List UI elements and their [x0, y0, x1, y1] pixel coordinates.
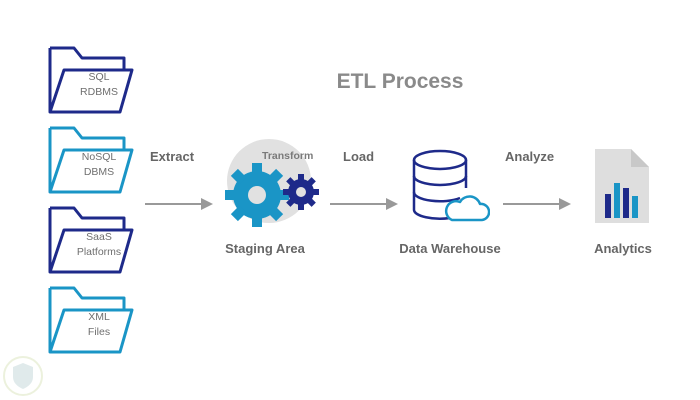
- source-label-line2: RDBMS: [80, 86, 118, 98]
- load-arrow-icon: [330, 198, 398, 210]
- source-label-line2: Files: [87, 326, 111, 338]
- staging-area-label: Staging Area: [225, 241, 305, 256]
- extract-arrow-icon: [145, 198, 213, 210]
- source-label-line1: SQL: [88, 71, 110, 83]
- analytics-label: Analytics: [594, 241, 652, 256]
- source-nosql-dbms: NoSQL DBMS: [44, 124, 136, 196]
- source-label-line2: DBMS: [83, 166, 115, 178]
- source-sql-rdbms: SQL RDBMS: [44, 44, 136, 116]
- source-label-line1: XML: [88, 311, 110, 323]
- extract-label: Extract: [150, 149, 195, 164]
- folder-icon: [48, 206, 134, 274]
- source-label-line1: NoSQL: [81, 151, 117, 163]
- source-label-line1: SaaS: [86, 231, 112, 243]
- report-chart-icon: [595, 149, 649, 223]
- source-xml-files: XML Files: [44, 284, 136, 356]
- database-cloud-icon: [412, 149, 490, 222]
- analyze-label: Analyze: [505, 149, 555, 164]
- watermark-logo-icon: [3, 356, 43, 396]
- source-saas-platforms: SaaS Platforms: [44, 204, 136, 276]
- folder-icon: [48, 126, 134, 194]
- diagram-title: ETL Process: [336, 70, 464, 93]
- transform-label: Transform: [262, 150, 314, 162]
- load-label: Load: [343, 149, 375, 164]
- data-warehouse-label: Data Warehouse: [399, 241, 501, 256]
- folder-icon: [48, 46, 134, 114]
- folder-icon: [48, 286, 134, 354]
- source-label-line2: Platforms: [76, 246, 122, 258]
- analyze-arrow-icon: [503, 198, 571, 210]
- gears-icon: [225, 139, 319, 227]
